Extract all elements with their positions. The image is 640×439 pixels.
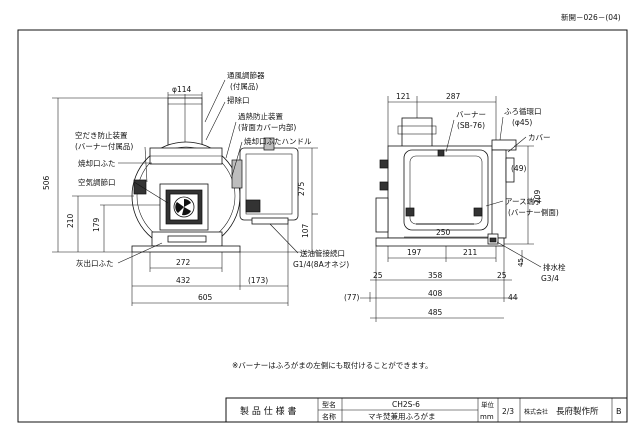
title-page: 2/3 <box>502 407 514 416</box>
label-ash-lid: 灰出口ふた <box>76 258 114 268</box>
side-view <box>375 117 517 247</box>
label-empty-fire-sub: (バーナー付属品) <box>75 141 133 151</box>
dim-485: 485 <box>428 308 443 317</box>
dim-179: 179 <box>92 217 101 232</box>
dim-197: 197 <box>407 248 422 257</box>
title-doc-type: 製 品 仕 様 書 <box>240 405 296 417</box>
label-air-adjust: 空気調節口 <box>78 177 116 187</box>
title-company-name: 長府製作所 <box>556 406 599 417</box>
label-firebox-handle: 焼却口ふたハンドル <box>244 136 312 146</box>
label-burner: バーナー <box>456 110 486 119</box>
label-cover: カバー <box>528 133 551 142</box>
dim-250: 250 <box>436 228 451 237</box>
label-air-damper: 通風調節器 <box>227 70 265 80</box>
burner-panel <box>403 149 489 231</box>
dim-107: 107 <box>301 223 310 238</box>
empty-fire-device <box>133 179 147 195</box>
label-overheat: 過熱防止装置 <box>238 111 283 121</box>
title-name-value: マキ焚兼用ふろがま <box>368 411 436 421</box>
dim-49: (49) <box>511 164 526 173</box>
dim-211: 211 <box>463 248 478 257</box>
label-drain-spec: G3/4 <box>541 274 559 283</box>
dim-25b: 25 <box>497 271 507 280</box>
label-oil-inlet-sub: G1/4(8Aオネジ) <box>293 260 349 269</box>
dim-44: 44 <box>508 293 518 302</box>
dim-275: 275 <box>297 181 306 196</box>
side-base <box>375 237 505 247</box>
label-bath-outlet: ふろ循環口 <box>504 106 542 116</box>
front-labels: 通風調節器 (付属品) 掃除口 過熱防止装置 (背面カバー内部) 焼却口ふたハン… <box>75 70 349 269</box>
title-company-prefix: 株式会社 <box>524 408 548 416</box>
side-cover <box>491 149 507 239</box>
label-empty-fire: 空だき防止装置 <box>75 130 128 140</box>
dim-phi114: φ114 <box>172 85 191 94</box>
title-block: 製 品 仕 様 書 型名 CH2S-6 名称 マキ焚兼用ふろがま 単位 mm 2… <box>225 397 628 423</box>
dim-121: 121 <box>396 92 411 101</box>
dim-77: (77) <box>344 293 359 302</box>
doc-number: 新開－026－(04) <box>561 12 621 22</box>
side-bracket <box>375 197 389 233</box>
dim-272: 272 <box>176 258 191 267</box>
dim-506: 506 <box>42 175 51 190</box>
front-view <box>131 94 299 253</box>
label-drain: 排水栓 <box>543 262 566 272</box>
title-model-label: 型名 <box>322 400 336 409</box>
side-dimensions: 121 287 (49) 250 197 211 209 45 25 358 2… <box>344 92 542 322</box>
dim-173: (173) <box>248 276 268 285</box>
title-model-value: CH2S-6 <box>392 400 420 409</box>
label-oil-inlet: 送油管接続口 <box>300 248 345 258</box>
front-dimensions: φ114 506 210 179 275 107 272 432 (173) 6… <box>42 85 318 306</box>
title-unit-value: mm <box>480 413 494 421</box>
dim-287: 287 <box>446 92 461 101</box>
dim-605: 605 <box>198 293 213 302</box>
overheat-box <box>231 159 243 189</box>
dim-432: 432 <box>176 276 191 285</box>
label-burner-model: (SB-76) <box>457 121 485 130</box>
front-base <box>131 245 241 253</box>
dim-209: 209 <box>533 189 542 204</box>
handle-mount <box>263 137 275 151</box>
dim-408: 408 <box>428 289 443 298</box>
label-earth-terminal: アース端子 <box>505 196 542 206</box>
label-cleanout: 掃除口 <box>227 95 250 105</box>
title-unit-label: 単位 <box>481 400 495 409</box>
dim-210: 210 <box>66 213 75 228</box>
label-earth-terminal-sub: (バーナー側面) <box>508 207 559 217</box>
label-bath-outlet-phi: (φ45) <box>512 118 532 127</box>
label-air-damper-sub: (付属品) <box>230 81 258 91</box>
dim-25a: 25 <box>373 271 383 280</box>
dim-358: 358 <box>428 271 443 280</box>
title-name-label: 名称 <box>322 412 336 421</box>
drawing-note: ※バーナーはふろがまの左側にも取付けることができます。 <box>232 360 433 370</box>
side-labels: バーナー (SB-76) ふろ循環口 (φ45) カバー アース端子 (バーナー… <box>445 106 566 283</box>
title-revision: B <box>616 407 622 416</box>
label-overheat-sub: (背面カバー内部) <box>238 122 296 132</box>
label-firebox-lid: 焼却口ふた <box>78 158 116 168</box>
dim-45: 45 <box>517 258 525 267</box>
